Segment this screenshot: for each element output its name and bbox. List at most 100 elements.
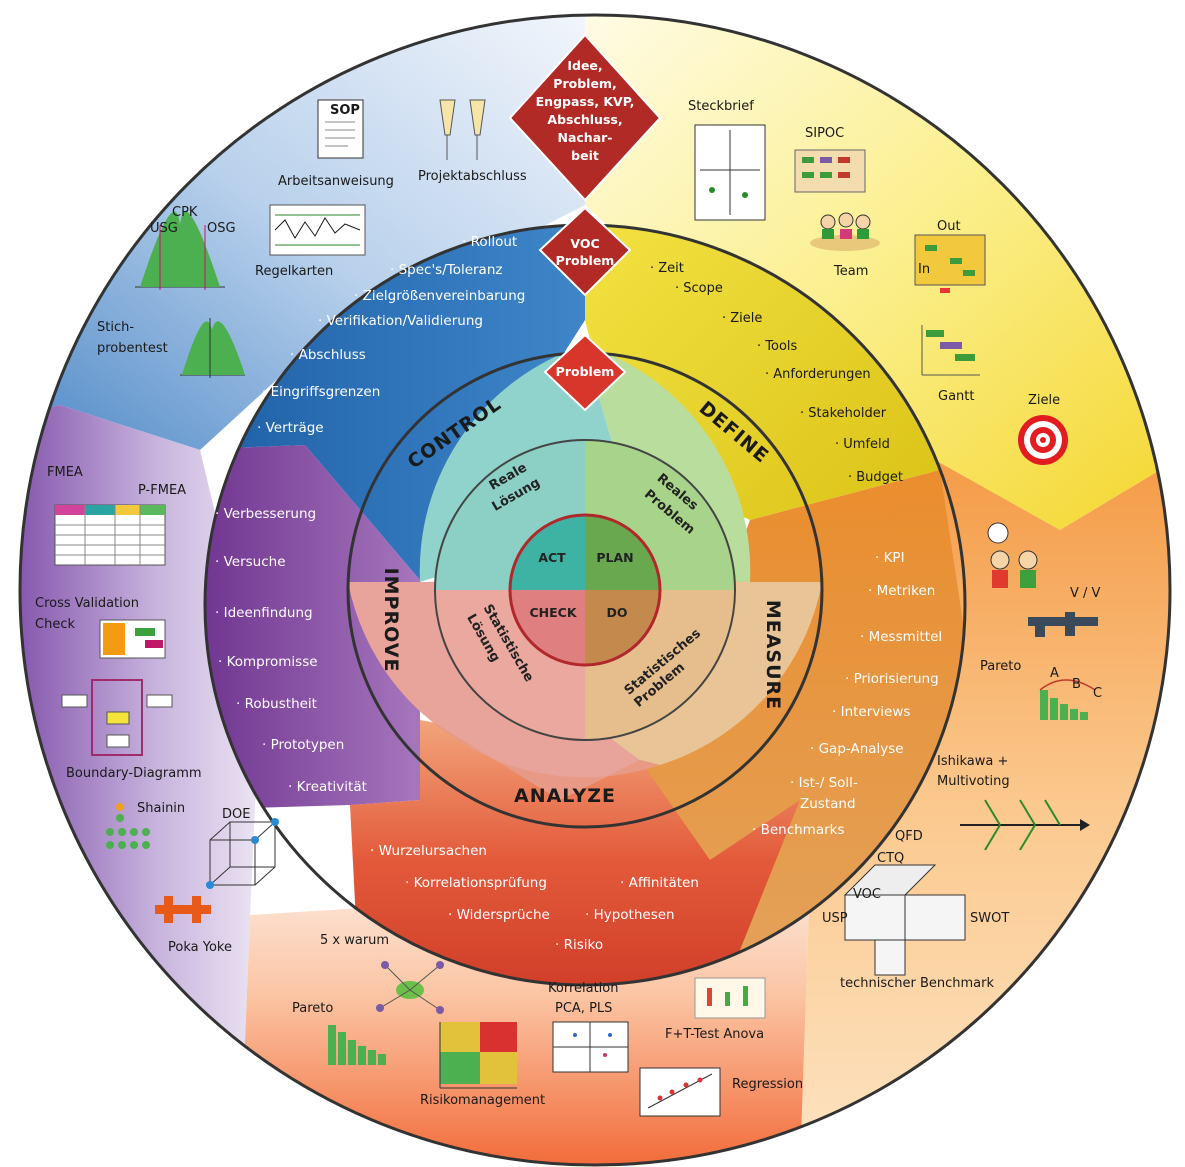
tool-steckbrief: Steckbrief: [688, 99, 754, 114]
tool-arbeitsanweisung: Arbeitsanweisung: [278, 174, 394, 189]
improve-item-ideenfindung: · Ideenfindung: [215, 605, 313, 621]
scatter-icon: [552, 1021, 629, 1073]
analyze-item-wurzelursachen: · Wurzelursachen: [370, 843, 487, 859]
pdca-check-sector: [510, 590, 585, 665]
tool-f-t-test: F+T-Test Anova: [665, 1027, 764, 1042]
tool-fmea: FMEA: [47, 465, 83, 480]
control-item-vertraege: · Verträge: [257, 420, 324, 436]
improve-item-verbesserung: · Verbesserung: [215, 506, 316, 522]
tool-usp: USP: [822, 911, 848, 926]
top-diamond: [508, 33, 662, 202]
tool-shainin: Shainin: [137, 801, 185, 816]
top-diamond-line-6: beit: [571, 148, 599, 163]
doe-cube-icon: [206, 818, 279, 889]
pareto-right-icon: [1039, 679, 1096, 720]
qfd-icon: [843, 864, 966, 976]
measure-item-metriken: · Metriken: [868, 583, 935, 599]
improve-item-kompromisse: · Kompromisse: [218, 654, 318, 670]
cross-validation-icon: [99, 619, 166, 659]
measure-item-zustand: Zustand: [800, 796, 856, 812]
pdca-do: DO: [606, 605, 627, 620]
improve-item-kreativitaet: · Kreativität: [288, 779, 367, 795]
tool-korrelation-2: PCA, PLS: [555, 1001, 612, 1016]
tool-5-warum: 5 x warum: [320, 933, 389, 948]
tool-pareto-right: Pareto: [980, 659, 1021, 674]
tool-tech-benchmark: technischer Benchmark: [840, 976, 994, 991]
tool-swot: SWOT: [970, 911, 1009, 926]
tool-pareto-b: B: [1072, 677, 1081, 692]
top-diamond-line-3: Engpass, KVP,: [536, 94, 635, 109]
tool-v1-v2: V / V: [1070, 586, 1101, 601]
sop-document-icon: [317, 99, 364, 159]
measure-item-interviews: · Interviews: [832, 704, 910, 720]
improve-item-versuche: · Versuche: [215, 554, 286, 570]
tool-pareto-bottom: Pareto: [292, 1001, 333, 1016]
voc-diamond-line-1: VOC: [570, 236, 599, 251]
voc-diamond: [538, 206, 632, 297]
tool-cross-validation-1: Cross Validation: [35, 596, 139, 611]
phase-title-analyze: ANALYZE: [514, 785, 616, 807]
define-item-anforderungen: · Anforderungen: [765, 367, 871, 382]
anova-icon: [694, 977, 766, 1019]
pareto-bottom-icon: [328, 1025, 386, 1065]
steckbrief-icon: [694, 124, 766, 221]
problem-diamond-label: Problem: [556, 364, 615, 379]
gantt-icon: [921, 325, 980, 376]
target-icon: [1018, 415, 1068, 465]
top-diamond-line-1: Idee,: [567, 58, 602, 73]
top-diamond-line-4: Abschluss,: [547, 112, 622, 127]
tool-stichprobentest-1: Stich-: [97, 320, 134, 335]
analyze-item-risiko: · Risiko: [555, 937, 603, 953]
tool-risikomanagement: Risikomanagement: [420, 1093, 545, 1108]
improve-item-prototypen: · Prototypen: [262, 737, 344, 753]
voc-diamond-line-2: Problem: [556, 253, 615, 268]
problem-diamond: [543, 333, 627, 412]
tool-cpk: CPK: [172, 205, 198, 220]
measure-item-kpi: · KPI: [875, 550, 905, 566]
top-diamond-line-2: Problem,: [553, 76, 616, 91]
define-item-umfeld: · Umfeld: [835, 437, 890, 452]
define-item-scope: · Scope: [675, 281, 723, 296]
control-item-specs: · Spec's/Toleranz: [390, 262, 502, 278]
tool-sipoc: SIPOC: [805, 126, 844, 141]
analyze-item-hypothesen: · Hypothesen: [585, 907, 675, 923]
tool-ziele: Ziele: [1028, 393, 1060, 408]
pdca-plan: PLAN: [596, 550, 633, 565]
tool-cross-validation-2: Check: [35, 617, 75, 632]
tool-team: Team: [833, 264, 868, 279]
tool-qfd: QFD: [895, 829, 923, 844]
tool-usg: USG: [150, 221, 178, 236]
tool-ishikawa-1: Ishikawa +: [937, 754, 1008, 769]
tool-osg: OSG: [207, 221, 236, 236]
inner-analyze: [430, 720, 660, 800]
tool-regelkarten: Regelkarten: [255, 264, 333, 279]
define-item-stakeholder: · Stakeholder: [800, 406, 887, 421]
phase-title-measure: MEASURE: [762, 600, 784, 710]
tool-in: In: [918, 262, 930, 277]
analyze-item-widersprueche: · Widersprüche: [448, 907, 550, 923]
control-item-verifikation: · Verifikation/Validierung: [318, 313, 483, 329]
poka-yoke-icon: [155, 896, 211, 923]
control-chart-icon: [269, 204, 366, 256]
measure-item-ist-soll: · Ist-/ Soll-: [790, 775, 858, 791]
persons-icon: [987, 522, 1038, 588]
quadrant-border: [434, 439, 736, 741]
tool-ctq: CTQ: [877, 851, 904, 866]
phase-analyze: [350, 720, 800, 985]
tool-gantt: Gantt: [938, 389, 974, 404]
tool-poka-yoke: Poka Yoke: [168, 940, 232, 955]
analyze-item-korrelationspruefung: · Korrelationsprüfung: [405, 875, 547, 891]
measure-item-gap-analyse: · Gap-Analyse: [810, 741, 904, 757]
pdca-border: [508, 513, 662, 667]
measure-item-benchmarks: · Benchmarks: [752, 822, 845, 838]
phase-improve: [205, 445, 420, 810]
tool-boundary-diagramm: Boundary-Diagramm: [66, 766, 202, 781]
measure-item-messmittel: · Messmittel: [860, 629, 942, 645]
define-item-zeit: · Zeit: [650, 261, 684, 276]
tool-projektabschluss: Projektabschluss: [418, 169, 527, 184]
top-diamond-line-5: Nachar-: [558, 130, 613, 145]
mindmap-icon: [376, 961, 444, 1014]
bell-curve-stich-icon: [180, 318, 245, 378]
control-item-zielgroessen: · Zielgrößenvereinbarung: [354, 288, 525, 304]
